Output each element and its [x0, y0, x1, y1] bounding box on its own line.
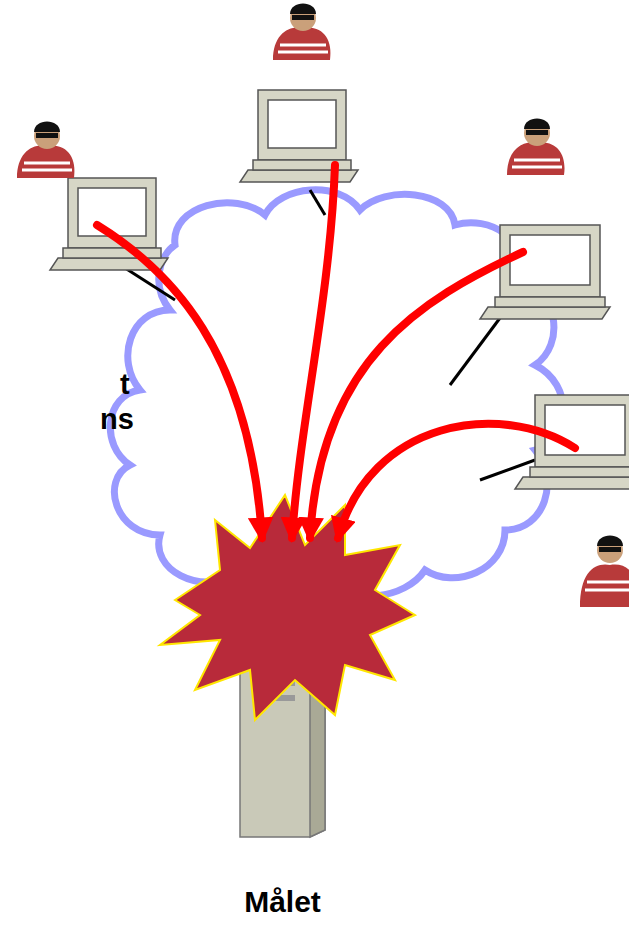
attack-arrow	[97, 165, 575, 538]
target-label: Målet	[225, 885, 340, 919]
explosion-burst	[160, 495, 415, 720]
attacker-figure	[17, 4, 629, 608]
cropped-heading-fragment: t	[120, 368, 130, 401]
cropped-heading-fragment: ns	[100, 403, 134, 436]
